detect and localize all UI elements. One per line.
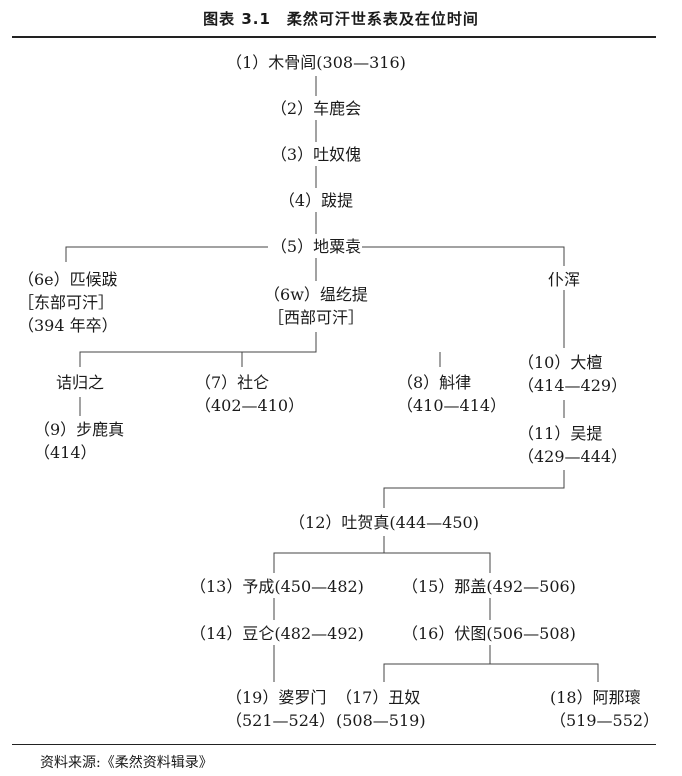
khagan-12-tuhezhen: （12）吐贺真(444—450) [289, 513, 479, 532]
khagan-5-disuyuan: （5）地粟袁 [270, 237, 362, 256]
khagan-8-hulv: （8）斛律（410—414） [397, 373, 507, 415]
figure-title: 图表 3.1 柔然可汗世系表及在位时间 [203, 10, 479, 28]
khagan-3-tunugui: （3）吐奴傀 [270, 145, 362, 164]
khagan-2-cheluhui: （2）车鹿会 [270, 99, 362, 118]
bottom-rule [12, 744, 656, 745]
khagan-1-mugulu: （1）木骨闾(308—316) [226, 53, 406, 72]
khagan-6w-yunheti: （6w）缊纥提［西部可汗］ [264, 285, 368, 327]
khagan-15-nagai: （15）那盖(492—506) [402, 577, 576, 596]
khagan-17-chounu: （17）丑奴(508—519) [336, 688, 426, 730]
jie-gui-zhi: 诘归之 [55, 373, 104, 392]
pu-hun: 仆浑 [547, 270, 580, 289]
khagan-11-wuti: （11）吴提（429—444） [518, 424, 628, 466]
khagan-10-datan: （10）大檀（414—429） [518, 353, 628, 395]
khagan-13-yucheng: （13）予成(450—482) [190, 577, 364, 596]
khagan-16-futu: （16）伏图(506—508) [402, 624, 576, 643]
khagan-18-anagui: (18）阿那瓌（519—552） [550, 688, 660, 730]
khagan-6e-pihouba: （6e）匹候跋［东部可汗］（394 年卒） [18, 270, 118, 335]
khagan-14-doulun: （14）豆仑(482—492) [190, 624, 364, 643]
khagan-19-poluomen: （19）婆罗门（521—524） [226, 688, 336, 730]
source-note: 资料来源:《柔然资料辑录》 [40, 755, 213, 771]
khagan-9-buluzhen: （9）步鹿真（414） [34, 420, 125, 462]
khagan-4-bati: （4）跋提 [278, 191, 354, 210]
top-rule [12, 36, 656, 38]
khagan-7-shelun: （7）社仑（402—410） [195, 373, 305, 415]
